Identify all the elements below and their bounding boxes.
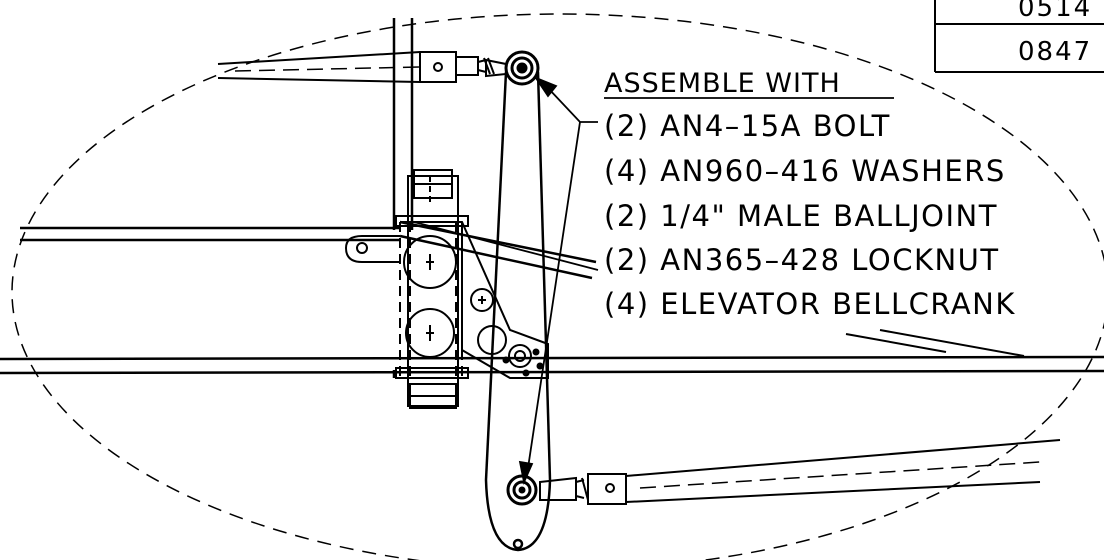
lower-push-tube <box>539 439 1061 505</box>
leader-lines <box>413 76 599 485</box>
mounting-tab <box>344 235 400 263</box>
lower-longeron <box>0 355 1104 375</box>
middle-cross-tube <box>20 226 400 242</box>
callout-item-locknut: (2) AN365–428 LOCKNUT <box>604 243 1000 277</box>
diagonal-push-tube <box>399 220 597 280</box>
callout-item-bolt: (2) AN4–15A BOLT <box>604 109 891 143</box>
upper-push-tube <box>217 51 495 83</box>
upper-rod-end <box>485 50 540 86</box>
section-hatch-lines <box>845 329 1025 357</box>
callout-heading: ASSEMBLE WITH <box>604 68 841 99</box>
table-cell-part-number-1: 0514 <box>1018 0 1092 23</box>
callout-item-balljoint: (2) 1/4" MALE BALLJOINT <box>604 199 998 233</box>
torque-tube-assembly <box>395 169 469 409</box>
elevator-bellcrank-arm <box>484 71 552 552</box>
callout-item-washers: (4) AN960–416 WASHERS <box>604 154 1006 188</box>
callout-item-bellcrank: (4) ELEVATOR BELLCRANK <box>604 287 1016 321</box>
part-number-table <box>934 0 1104 73</box>
table-cell-part-number-2: 0847 <box>1018 37 1092 67</box>
bellcrank-bracket-plate <box>400 221 549 379</box>
